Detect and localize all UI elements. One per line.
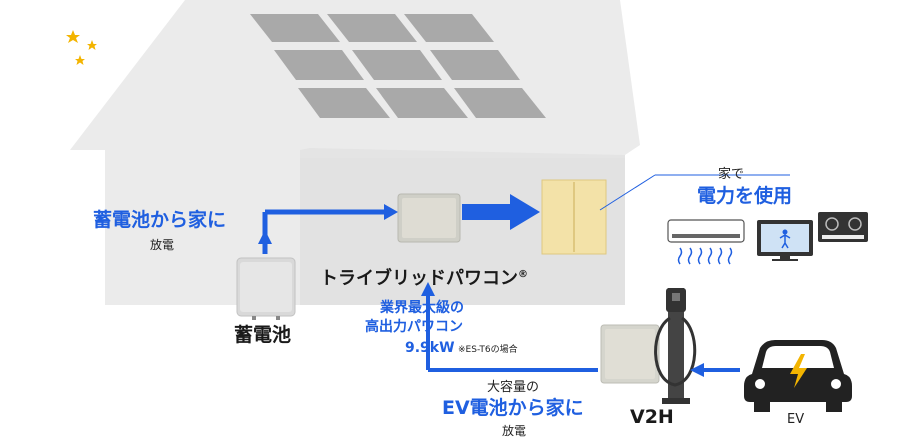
ih-cooktop-icon [818,212,868,242]
callout-line [599,174,656,211]
solar-panels [250,14,546,118]
flow-battery-to-inverter [258,204,398,254]
flow-ev-to-inverter [421,282,740,377]
home-use-big: 電力を使用 [697,185,793,207]
ev-charger-icon [654,288,697,404]
house-front-gable [300,148,625,160]
ev-label: EV [787,412,805,427]
battery-label: 蓄電池 [234,324,292,346]
distribution-board [541,179,607,255]
inverter-spec-line1: 業界最大級の [380,300,464,316]
air-conditioner-icon [667,219,745,265]
v2h-label: V2H [630,406,674,428]
ev-discharge-big: EV電池から家に [442,397,584,419]
inverter-spec-value: 9.9kW [405,340,455,356]
star-icon [75,55,85,65]
v2h-unit [600,324,660,384]
flow-inverter-to-board [462,194,540,230]
star-icon [66,30,80,43]
inverter-mark: ® [518,269,528,280]
moon-icon [45,38,95,98]
tv-icon [757,220,813,261]
battery-unit [236,257,296,320]
car-icon [744,340,852,412]
star-icon [87,40,97,50]
inverter-name: トライブリッドパワコン [320,268,518,289]
home-use-small: 家で [718,167,745,182]
ev-discharge-sub: 放電 [502,424,527,438]
inverter-unit [397,193,461,243]
inverter-label: トライブリッドパワコン® [320,270,528,288]
inverter-spec-line2: 高出力パワコン [365,319,463,335]
inverter-spec-note: ※ES-T6の場合 [458,345,518,355]
battery-discharge-sub: 放電 [150,238,175,252]
ev-discharge-small: 大容量の [487,380,540,395]
battery-discharge-title: 蓄電池から家に [93,209,227,231]
